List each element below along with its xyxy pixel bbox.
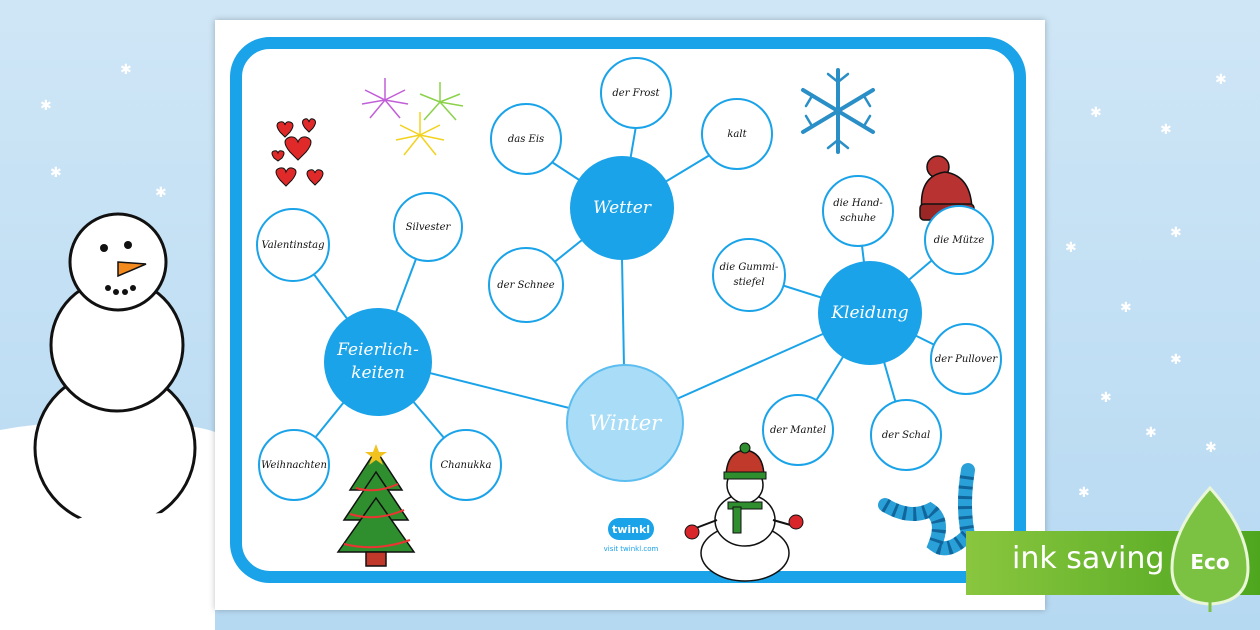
leaf-label: die Mütze bbox=[933, 234, 985, 246]
snow-dot: ✱ bbox=[1100, 390, 1112, 406]
leaf-weihnachten: Weihnachten bbox=[258, 429, 330, 501]
leaf-label-line1: die Gummi- bbox=[719, 262, 779, 273]
leaf-label-line2: stiefel bbox=[733, 277, 765, 288]
hub-node-weather: Wetter bbox=[570, 156, 674, 260]
leaf-label: Chanukka bbox=[440, 459, 492, 471]
snow-dot: ✱ bbox=[1170, 225, 1182, 241]
leaf-chanukka: Chanukka bbox=[430, 429, 502, 501]
twinkl-logo: twinkl bbox=[608, 518, 654, 540]
hub-node-clothing: Kleidung bbox=[818, 261, 922, 365]
twinkl-logo-text: twinkl bbox=[611, 522, 651, 536]
eco-banner-text: ink saving bbox=[1012, 541, 1165, 576]
leaf-der-pullover: der Pullover bbox=[930, 323, 1002, 395]
snow-dot: ✱ bbox=[1065, 240, 1077, 256]
leaf-der-schnee: der Schnee bbox=[488, 247, 564, 323]
small-snowman-decoration bbox=[684, 442, 804, 582]
leaf-label: der Schnee bbox=[497, 279, 555, 291]
leaf-label: der Frost bbox=[612, 87, 660, 99]
christmas-tree-decoration bbox=[336, 444, 416, 567]
leaf-label-line1: die Hand- bbox=[833, 198, 883, 209]
snow-dot: ✱ bbox=[40, 98, 52, 114]
leaf-label: Weihnachten bbox=[261, 459, 327, 471]
twinkl-url: visit twinkl.com bbox=[603, 545, 659, 553]
hearts-decoration bbox=[271, 118, 324, 187]
snow-dot: ✱ bbox=[155, 185, 167, 201]
hub-label-holidays-line1: Feierlich- bbox=[337, 340, 419, 361]
scarf-decoration bbox=[878, 463, 976, 556]
hub-label-clothing: Kleidung bbox=[831, 302, 909, 323]
leaf-label: das Eis bbox=[507, 133, 545, 145]
leaf-silvester: Silvester bbox=[393, 192, 463, 262]
snow-dot: ✱ bbox=[50, 165, 62, 181]
snow-dot: ✱ bbox=[1145, 425, 1157, 441]
leaf-kalt: kalt bbox=[701, 98, 773, 170]
snow-dot: ✱ bbox=[1120, 300, 1132, 316]
snowflake-decoration bbox=[801, 68, 875, 154]
snow-dot: ✱ bbox=[1170, 352, 1182, 368]
snow-dot: ✱ bbox=[1205, 440, 1217, 456]
leaf-die-handschuhe: die Hand- schuhe bbox=[822, 175, 894, 247]
leaf-label: Valentinstag bbox=[261, 239, 325, 251]
leaf-die-muetze: die Mütze bbox=[924, 205, 994, 275]
fireworks-decoration bbox=[361, 78, 464, 156]
leaf-das-eis: das Eis bbox=[490, 103, 562, 175]
leaf-label-line2: schuhe bbox=[840, 213, 876, 224]
snow-dot: ✱ bbox=[1090, 105, 1102, 121]
snow-dot: ✱ bbox=[120, 62, 132, 78]
leaf-label: der Mantel bbox=[769, 424, 827, 436]
hub-label-weather: Wetter bbox=[593, 197, 651, 218]
leaf-der-frost: der Frost bbox=[600, 57, 672, 129]
leaf-die-gummistiefel: die Gummi- stiefel bbox=[712, 238, 786, 312]
leaf-label: der Pullover bbox=[934, 353, 998, 365]
snow-dot: ✱ bbox=[1160, 122, 1172, 138]
snow-dot: ✱ bbox=[1078, 485, 1090, 501]
leaf-label: Silvester bbox=[405, 221, 451, 233]
eco-label: Eco bbox=[1190, 550, 1230, 574]
center-node-label: Winter bbox=[588, 410, 662, 435]
leaf-label: der Schal bbox=[881, 429, 931, 441]
center-node-winter: Winter bbox=[566, 364, 684, 482]
leaf-label: kalt bbox=[727, 128, 747, 140]
hub-label-holidays-line2: keiten bbox=[351, 363, 405, 383]
leaf-der-mantel: der Mantel bbox=[762, 394, 834, 466]
snow-dot: ✱ bbox=[1215, 72, 1227, 88]
hub-node-holidays: Feierlich- keiten bbox=[324, 308, 432, 416]
leaf-der-schal: der Schal bbox=[870, 399, 942, 471]
leaf-valentinstag: Valentinstag bbox=[256, 208, 330, 282]
